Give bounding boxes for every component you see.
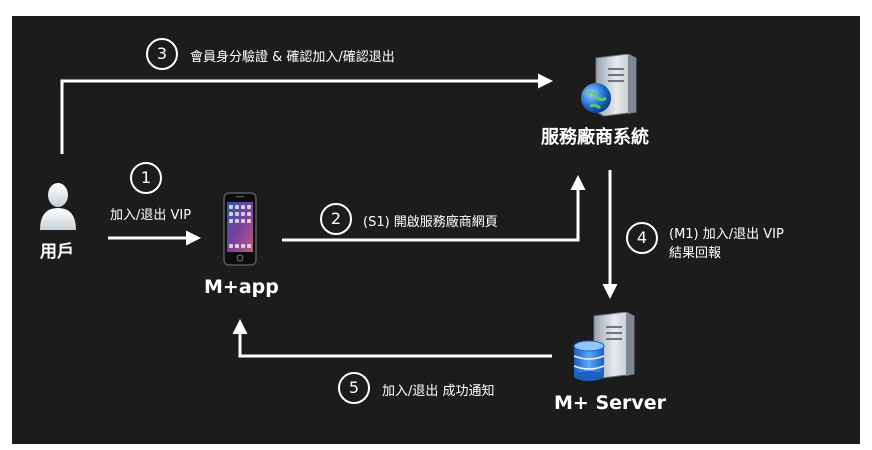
user-label: 用戶 — [40, 242, 74, 262]
step-1-label: 加入/退出 VIP — [110, 208, 192, 223]
step-5-badge: 5 — [338, 372, 370, 404]
step-4-label-line1: (M1) 加入/退出 VIP — [669, 227, 784, 242]
step-5-label: 加入/退出 成功通知 — [382, 384, 495, 399]
arrow-step-3 — [60, 73, 553, 154]
vendor-label: 服務廠商系統 — [541, 127, 649, 148]
database-server-icon — [573, 312, 635, 381]
user-icon — [40, 183, 76, 230]
step-1-badge: 1 — [130, 162, 162, 194]
smartphone-icon — [223, 192, 257, 266]
step-2-label: (S1) 開啟服務廠商網頁 — [363, 215, 498, 230]
app-label: M+app — [204, 276, 279, 298]
diagram-canvas: 用戶 M+app — [12, 16, 860, 444]
step-3-badge: 3 — [146, 38, 178, 70]
vendor-server-icon — [581, 54, 637, 117]
step-2-badge: 2 — [320, 203, 352, 235]
step-4-label-line2: 結果回報 — [669, 246, 722, 261]
arrow-step-5 — [232, 319, 552, 358]
connector-layer — [60, 73, 618, 358]
server-label: M+ Server — [554, 392, 667, 414]
step-3-label: 會員身分驗證 & 確認加入/確認退出 — [190, 50, 395, 65]
step-4-badge: 4 — [626, 222, 658, 254]
arrow-step-2 — [282, 175, 586, 242]
